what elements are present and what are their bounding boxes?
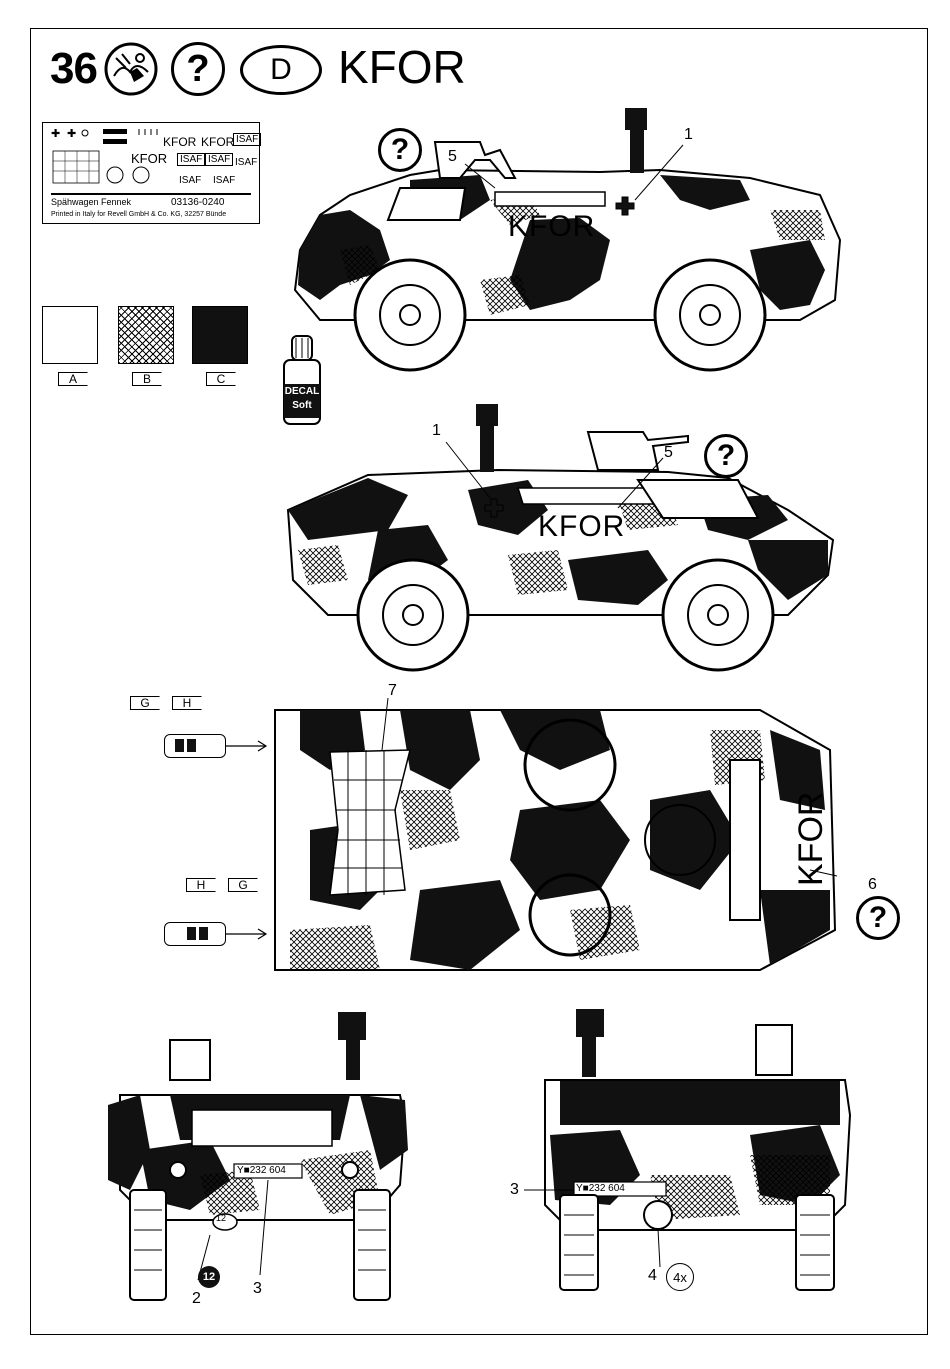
decal-sheet-printer: Printed in Italy for Revell GmbH & Co. K… bbox=[51, 211, 226, 218]
svg-text:✚: ✚ bbox=[51, 128, 60, 140]
light-arrow-bottom bbox=[226, 928, 276, 940]
decal-isaf-3: ISAF bbox=[205, 153, 233, 166]
front-plate-badge: 12 bbox=[216, 1213, 226, 1223]
country-code-badge: D bbox=[240, 45, 322, 95]
decal-isaf-5: ISAF bbox=[179, 175, 201, 186]
side1-callout-1: 1 bbox=[684, 126, 693, 144]
side1-callout-5: 5 bbox=[448, 148, 457, 166]
top-view-illustration: KFOR 7 6 bbox=[270, 690, 850, 995]
color-swatch-b bbox=[118, 306, 174, 364]
color-swatch-c bbox=[192, 306, 248, 364]
rear-callout-3: 3 bbox=[510, 1181, 519, 1199]
figure-painting-icon bbox=[104, 42, 158, 96]
decal-sheet-code: 03136-0240 bbox=[171, 197, 224, 208]
color-swatch-a bbox=[42, 306, 98, 364]
decal-kfor-2: KFOR bbox=[201, 135, 234, 149]
top-callout-7: 7 bbox=[388, 682, 397, 700]
front-callout-2: 2 bbox=[192, 1290, 201, 1308]
light-arrow-top bbox=[226, 740, 276, 752]
light-lens-top bbox=[164, 734, 226, 758]
side2-callout-5: 5 bbox=[664, 444, 673, 462]
decal-isaf-6: ISAF bbox=[213, 175, 235, 186]
top-callout-6: 6 bbox=[868, 876, 877, 894]
page-title: KFOR bbox=[338, 40, 466, 94]
side2-question-badge: ? bbox=[704, 434, 748, 478]
front-view-illustration: Y■232 604 12 12 2 3 bbox=[100, 1010, 420, 1310]
front-license-plate: Y■232 604 bbox=[237, 1165, 286, 1176]
side2-callout-1: 1 bbox=[432, 422, 441, 440]
rear-callout-4: 4 bbox=[648, 1267, 657, 1285]
side-view-right-illustration: KFOR 1 5 ? bbox=[268, 400, 848, 685]
light-lens-bottom bbox=[164, 922, 226, 946]
side-view-left-illustration: KFOR 5 1 ? bbox=[280, 100, 840, 380]
side1-kfor-marking: KFOR bbox=[508, 210, 595, 244]
decal-isaf-4: ISAF bbox=[235, 157, 257, 168]
decal-kfor-3: KFOR bbox=[131, 151, 167, 166]
decal-kfor-1: KFOR bbox=[163, 135, 196, 149]
rear-license-plate: Y■232 604 bbox=[576, 1183, 625, 1194]
front-callout-3: 3 bbox=[253, 1280, 262, 1298]
decal-sheet: ✚ ✚ KFOR KFOR KFOR ISAF ISAF ISAF ISAF I… bbox=[42, 122, 260, 224]
question-mark-badge: ? bbox=[171, 42, 225, 96]
side1-question-badge: ? bbox=[378, 128, 422, 172]
decal-isaf-2: ISAF bbox=[177, 153, 205, 166]
rear-quantity-badge: 4x bbox=[666, 1263, 694, 1291]
top-kfor-marking: KFOR bbox=[792, 792, 831, 886]
front-circled-number: 12 bbox=[198, 1266, 220, 1288]
step-number: 36 bbox=[50, 44, 97, 94]
decal-sheet-name: Spähwagen Fennek bbox=[51, 197, 131, 207]
rear-view-illustration: Y■232 604 3 4 4x bbox=[500, 1005, 880, 1295]
bottle-label-decal: DECAL bbox=[284, 386, 320, 397]
decal-isaf-1: ISAF bbox=[233, 133, 261, 146]
side2-kfor-marking: KFOR bbox=[538, 510, 625, 544]
svg-text:✚: ✚ bbox=[67, 128, 76, 140]
top-question-badge: ? bbox=[856, 896, 900, 940]
